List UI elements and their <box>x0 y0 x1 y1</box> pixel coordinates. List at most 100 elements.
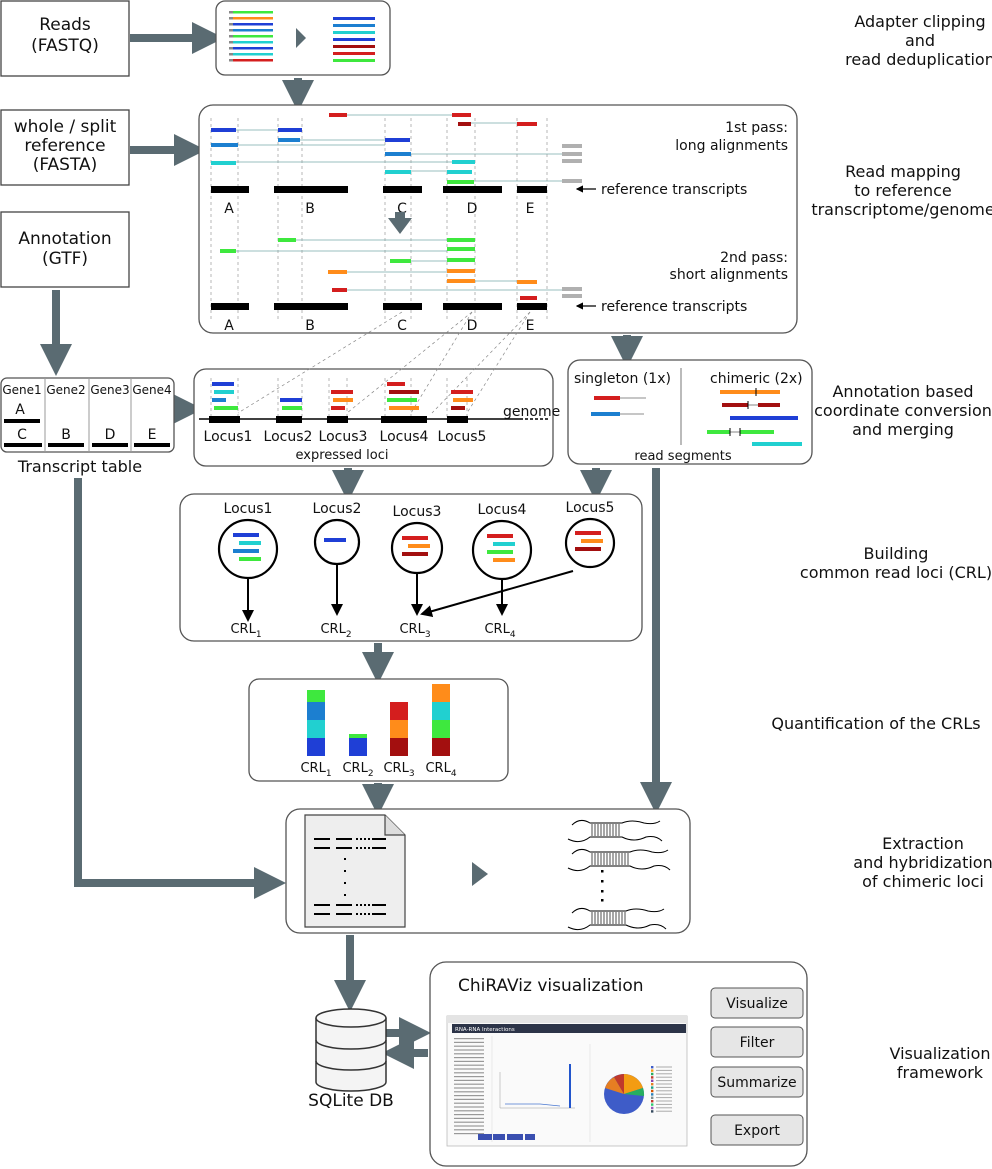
clean-read <box>333 24 375 27</box>
text-line <box>372 904 386 906</box>
clean-read <box>333 38 375 41</box>
button-label: Summarize <box>717 1075 796 1091</box>
mapped-read <box>447 238 475 242</box>
locus-read <box>239 541 261 545</box>
mapped-read <box>458 122 471 126</box>
step-mapping-label: Read mapping <box>845 162 961 181</box>
reference-input-box: whole / split reference (FASTA) <box>0 109 130 186</box>
export-button[interactable]: Export <box>710 1114 804 1146</box>
step-annotation-label-2: coordinate conversion <box>814 401 992 420</box>
screenshot-list-row <box>454 1114 484 1116</box>
read-segment <box>594 396 620 400</box>
locus-read <box>453 398 473 402</box>
ellipsis-dot <box>601 890 604 893</box>
locus-block <box>276 416 302 423</box>
legend-text <box>656 1090 672 1092</box>
locus-label: Locus3 <box>393 504 442 520</box>
step-annotation-label-3: and merging <box>852 420 954 439</box>
locus-label: Locus4 <box>380 429 429 445</box>
text-line <box>336 913 352 915</box>
mapped-read <box>278 238 296 242</box>
button-frame <box>710 1026 804 1058</box>
read-segment <box>758 403 780 407</box>
locus-read <box>581 539 603 543</box>
legend-text <box>656 1086 672 1088</box>
ellipsis-dot <box>344 882 346 884</box>
reference-transcript <box>383 186 422 193</box>
quant-bar-segment <box>307 690 325 702</box>
text-dot <box>360 847 362 849</box>
mapped-read <box>447 258 475 262</box>
adapter-stub <box>229 11 233 14</box>
crl-label: CRL4 <box>425 761 456 779</box>
raw-read <box>231 59 273 62</box>
text-dot <box>360 913 362 915</box>
quant-bar-segment <box>432 684 450 702</box>
rna-hybrid-icons <box>567 819 671 931</box>
mapped-read <box>520 296 537 300</box>
rna-strand <box>567 924 667 931</box>
reference-transcript <box>383 303 422 310</box>
read-segment <box>591 412 620 416</box>
locus-read <box>493 542 515 546</box>
screenshot-list-row <box>454 1087 484 1089</box>
reference-transcript <box>274 303 348 310</box>
screenshot-list-row <box>454 1068 484 1070</box>
transcript-label: D <box>467 318 478 334</box>
locus-read <box>280 398 302 402</box>
screenshot-list-row <box>454 1079 484 1081</box>
legend-text <box>656 1100 672 1102</box>
screenshot-button <box>493 1134 505 1140</box>
button-label: Filter <box>740 1035 775 1051</box>
mapping-connector <box>410 311 473 414</box>
sqlite-db-label: SQLite DB <box>308 1091 394 1111</box>
locus-block <box>327 416 348 423</box>
pass2-label: 2nd pass: <box>720 250 788 266</box>
locus-block <box>209 416 240 423</box>
text-line <box>336 838 352 840</box>
screenshot-list-row <box>454 1045 484 1047</box>
transcript-bar <box>134 443 170 447</box>
locus-read <box>233 533 259 537</box>
text-dot <box>360 904 362 906</box>
transcript-label: D <box>467 201 478 217</box>
transcript-label: B <box>305 318 315 334</box>
rna-strand <box>571 848 669 855</box>
summarize-button[interactable]: Summarize <box>710 1066 804 1098</box>
quant-bar-segment <box>432 738 450 756</box>
legend-text <box>656 1080 672 1082</box>
locus-read <box>212 398 226 402</box>
gene-label: Gene2 <box>46 383 85 397</box>
unmapped-read <box>562 179 582 183</box>
locus-read <box>389 390 419 394</box>
mapped-read <box>278 138 300 142</box>
screenshot-list-row <box>454 1053 484 1055</box>
transcript-label: C <box>397 201 407 217</box>
screenshot-list-row <box>454 1060 484 1062</box>
crl-label: CRL4 <box>484 622 515 640</box>
visualize-button[interactable]: Visualize <box>710 987 804 1019</box>
locus-read <box>331 390 353 394</box>
legend-text <box>656 1066 672 1068</box>
text-line <box>336 904 352 906</box>
screenshot-list-row <box>454 1041 484 1043</box>
screenshot-list-row <box>454 1121 484 1123</box>
legend-text <box>656 1076 672 1078</box>
read-segments-panel: singleton (1x) chimeric (2x) read segmen… <box>567 359 813 465</box>
rna-strand <box>567 865 671 872</box>
mapped-read <box>385 138 410 142</box>
filter-button[interactable]: Filter <box>710 1026 804 1058</box>
locus-read <box>387 382 405 386</box>
text-line <box>372 847 386 849</box>
app-screenshot: RNA-RNA Interactions <box>446 1015 688 1147</box>
raw-read <box>231 11 273 14</box>
annotation-label: Annotation <box>18 229 111 249</box>
text-dot <box>364 838 366 840</box>
screenshot-list-row <box>454 1038 484 1040</box>
screenshot-list-row <box>454 1091 484 1093</box>
legend-swatch <box>651 1100 654 1103</box>
legend-text <box>656 1069 672 1071</box>
mapped-read <box>329 113 347 117</box>
locus-label: Locus3 <box>319 429 368 445</box>
